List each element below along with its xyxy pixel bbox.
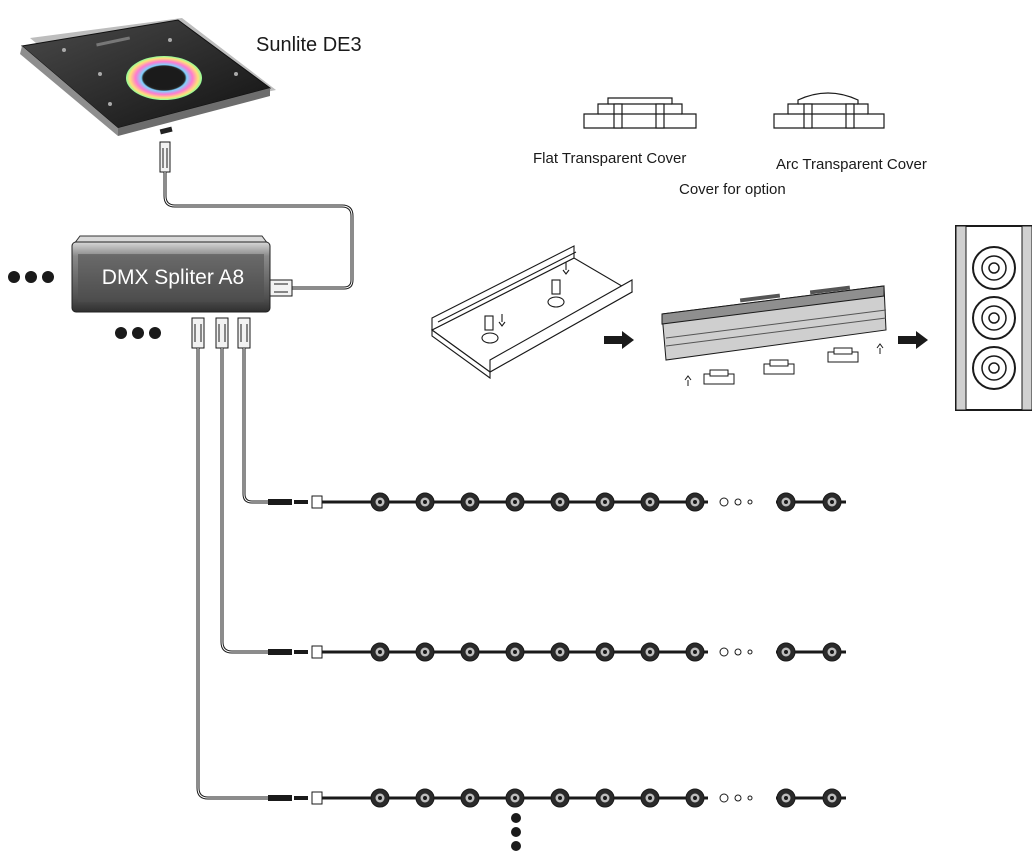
led-pixel [595, 788, 615, 808]
led-pixel [415, 642, 435, 662]
chain-gap-dots [719, 793, 753, 803]
flat-cover-label: Flat Transparent Cover [533, 150, 687, 167]
led-pixel [776, 788, 796, 808]
led-pixel [370, 492, 390, 512]
led-pixel [460, 492, 480, 512]
led-pixel [822, 492, 842, 512]
installed-panel [955, 225, 1032, 411]
led-pixel [685, 492, 705, 512]
arc-cover-drawing [773, 92, 885, 129]
pixel-chains [268, 492, 846, 808]
led-pixel [460, 642, 480, 662]
led-pixel [822, 642, 842, 662]
led-pixel [685, 788, 705, 808]
pixel-chain [268, 788, 846, 808]
led-pixel [640, 642, 660, 662]
led-pixel [640, 788, 660, 808]
pixel-chain [268, 492, 846, 512]
more-splitters-dots [8, 271, 161, 339]
mounting-channel [430, 245, 634, 380]
led-pixel [822, 788, 842, 808]
controller-device [20, 18, 276, 136]
cover-option-caption: Cover for option [679, 181, 786, 198]
led-pixel [550, 492, 570, 512]
led-pixel [685, 642, 705, 662]
led-pixel [370, 788, 390, 808]
splitter-device [71, 235, 271, 313]
led-pixel [776, 492, 796, 512]
chain-gap-dots [719, 497, 753, 507]
assembled-profile [661, 285, 887, 361]
led-pixel [505, 642, 525, 662]
step-arrows [604, 331, 928, 349]
controller-cable [159, 141, 354, 297]
arc-cover-label: Arc Transparent Cover [776, 156, 927, 173]
mounting-clips [684, 343, 884, 386]
pixel-chain [268, 642, 846, 662]
led-pixel [415, 492, 435, 512]
led-pixel [550, 642, 570, 662]
led-pixel [776, 642, 796, 662]
led-pixel [550, 788, 570, 808]
more-chains-dots [511, 813, 521, 851]
splitter-outputs [191, 317, 268, 800]
led-pixel [640, 492, 660, 512]
splitter-label: DMX Spliter A8 [101, 266, 245, 289]
led-pixel [595, 642, 615, 662]
chain-gap-dots [719, 647, 753, 657]
controller-label: Sunlite DE3 [256, 34, 362, 56]
led-pixel [415, 788, 435, 808]
led-pixel [505, 492, 525, 512]
led-pixel [370, 642, 390, 662]
flat-cover-drawing [583, 97, 697, 129]
led-pixel [460, 788, 480, 808]
led-pixel [505, 788, 525, 808]
led-pixel [595, 492, 615, 512]
